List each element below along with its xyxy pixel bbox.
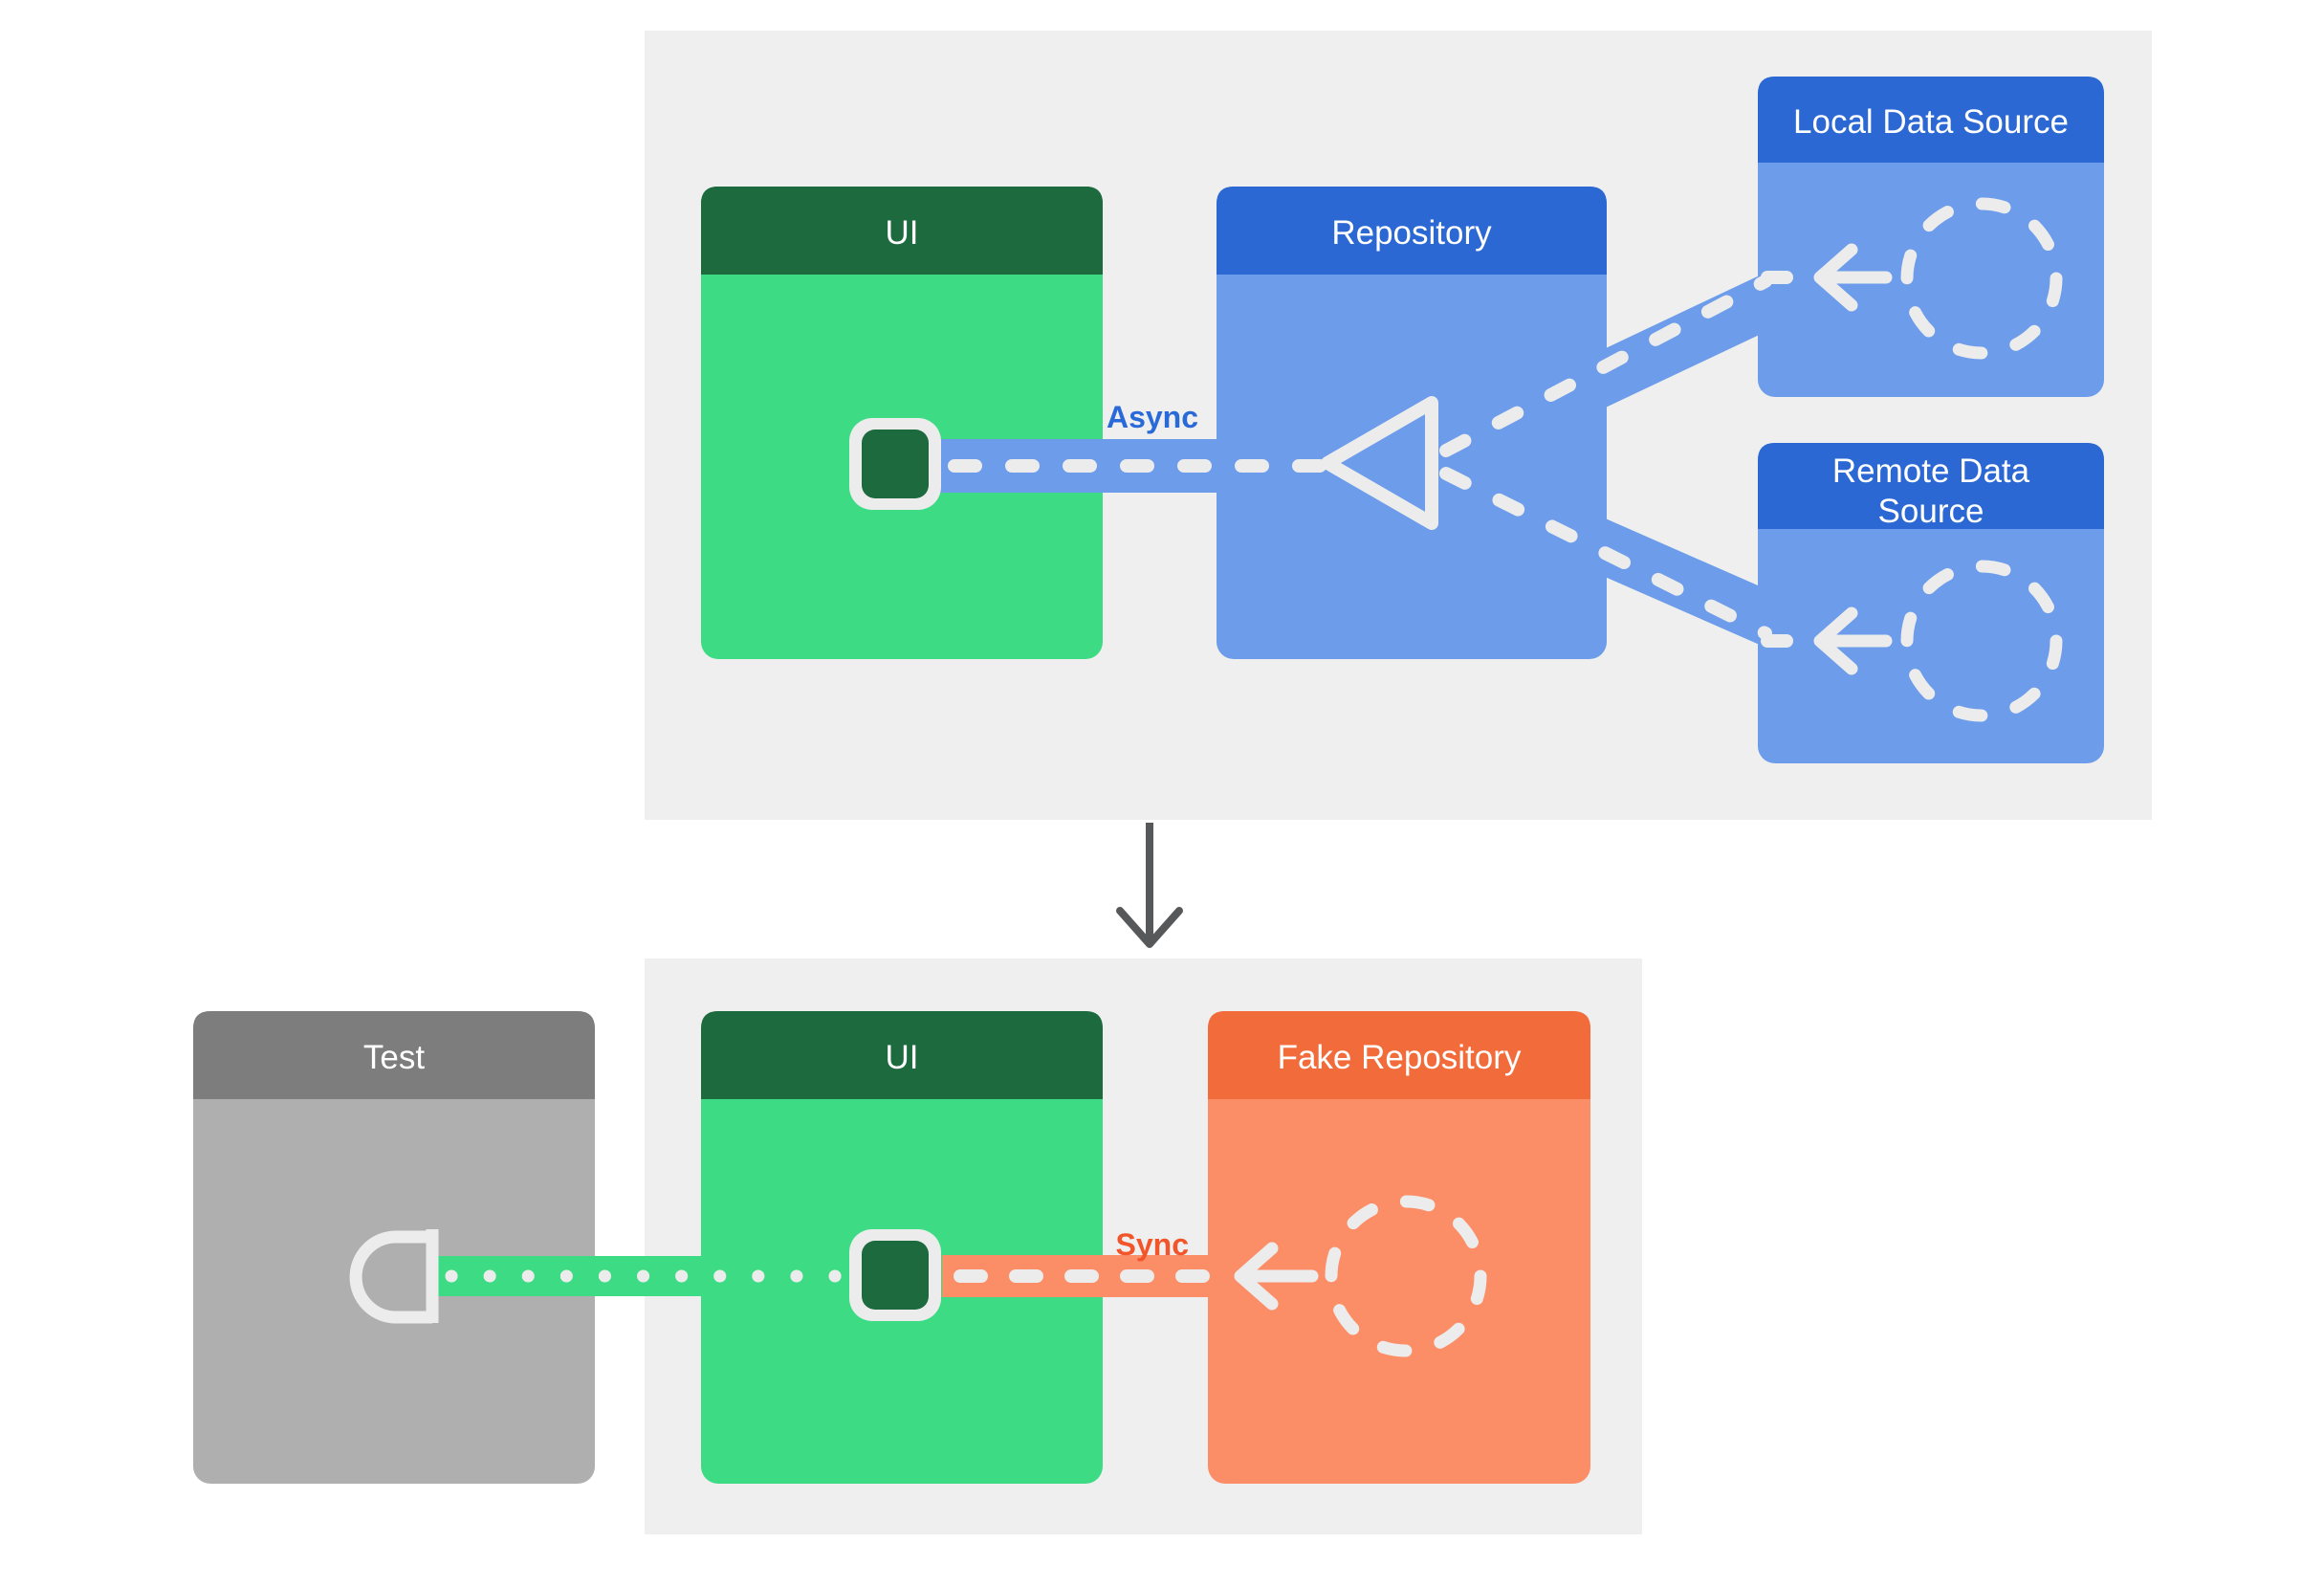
ui-component-square-top	[849, 418, 941, 510]
remote-data-source-title-line1: Remote Data	[1832, 452, 2030, 490]
ui-box-test-header-bar	[701, 1011, 1103, 1099]
repository-box-title: Repository	[1331, 214, 1492, 252]
fake-repository-dashed-circle-icon	[1325, 1195, 1487, 1357]
ui-box-header-bar	[701, 187, 1103, 275]
async-label: Async	[1107, 400, 1198, 434]
ui-component-square-bottom	[849, 1229, 941, 1321]
repository-box-body	[1217, 187, 1607, 659]
sync-connection-band	[942, 1255, 1258, 1297]
ui-box-test-title: UI	[886, 1039, 919, 1076]
local-connection-band	[1418, 251, 1833, 486]
remote-source-dashed-circle-icon	[1900, 560, 2063, 722]
test-box: Test	[193, 1011, 595, 1484]
ui-box-title: UI	[886, 214, 919, 252]
local-source-arrow-icon	[1813, 243, 1893, 312]
test-socket-icon	[349, 1229, 439, 1324]
remote-source-arrow-icon	[1813, 606, 1893, 675]
test-box-title: Test	[363, 1039, 425, 1076]
repository-box: Repository	[1217, 187, 1607, 659]
remote-data-source-header-bar	[1758, 443, 2104, 529]
repository-triangle-arrowhead-icon	[1321, 396, 1438, 530]
repository-box-header-bar	[1217, 187, 1607, 275]
flow-down-arrow-icon	[1116, 823, 1183, 948]
fake-repository-title: Fake Repository	[1278, 1039, 1522, 1076]
fake-repository-arrow-icon	[1234, 1242, 1319, 1311]
remote-data-source-title-line2: Source	[1878, 493, 1984, 530]
local-dashed-line	[1439, 275, 1772, 457]
test-box-header-bar	[193, 1011, 595, 1099]
remote-data-source-box: Remote Data Source	[1758, 443, 2104, 763]
local-data-source-box: Local Data Source	[1758, 77, 2104, 397]
fake-repository-box: Fake Repository	[1208, 1011, 1590, 1484]
local-source-dashed-circle-icon	[1900, 197, 2063, 360]
local-data-source-title: Local Data Source	[1793, 103, 2069, 141]
fake-repository-body	[1208, 1011, 1590, 1484]
test-box-body	[193, 1011, 595, 1484]
fake-repository-header-bar	[1208, 1011, 1590, 1099]
sync-label: Sync	[1116, 1227, 1189, 1262]
local-data-source-header-bar	[1758, 77, 2104, 163]
remote-dashed-line	[1439, 467, 1772, 640]
